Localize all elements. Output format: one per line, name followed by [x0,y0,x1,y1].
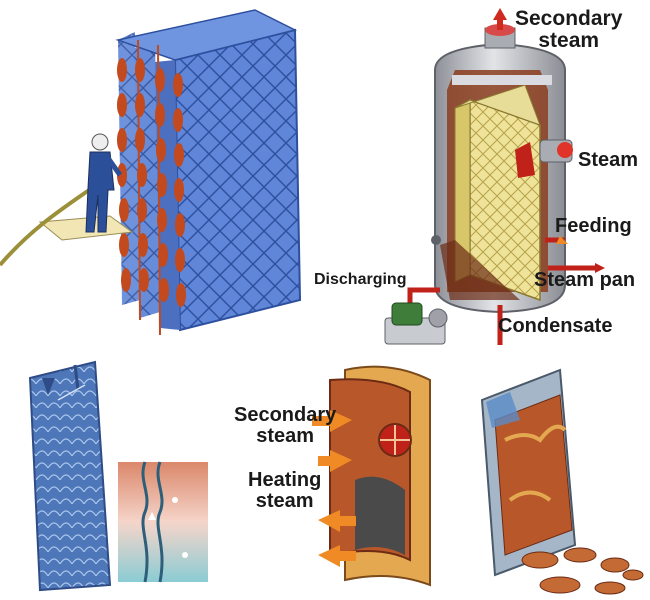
label-secondary-steam-bottom: Secondary steam [234,404,337,447]
scale-flakes [521,547,644,595]
plate-bundle [115,9,302,336]
fouled-panel [480,368,577,577]
label-condensate: Condensate [498,315,613,337]
label-secondary-steam-top: Secondary steam [515,7,623,53]
steam-arrows [312,410,356,567]
plate-sheet [28,360,112,592]
pump-unit [384,302,448,345]
worker-figure [0,133,134,267]
label-steam-pan: Steam pan [534,269,636,291]
evaporator-vessel [431,24,573,314]
curved-plate-section [329,365,431,587]
label-steam: Steam [578,149,639,171]
channel-cross-section [118,461,208,583]
label-heating-steam: Heating steam [248,469,322,512]
label-feeding: Feeding [555,215,632,237]
label-discharging: Discharging [314,271,407,288]
flow-arrows [493,8,605,273]
